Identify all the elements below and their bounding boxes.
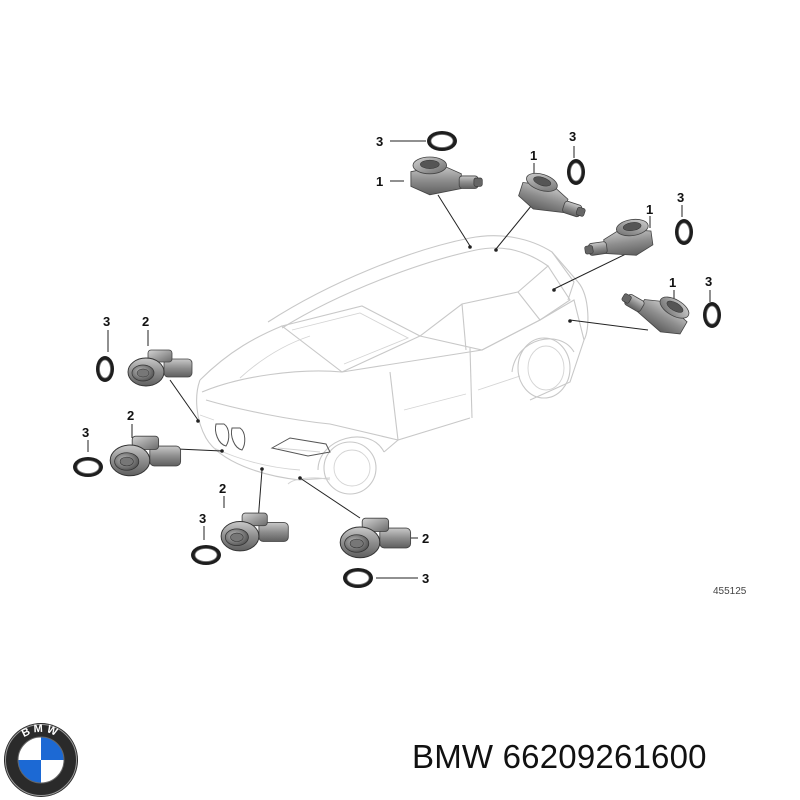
callout-sensor-front: 2 xyxy=(142,314,149,329)
rubber-ring-front-bottom-left xyxy=(190,544,222,566)
rubber-ring-front-left-middle xyxy=(72,456,104,478)
callout-ring: 3 xyxy=(103,314,110,329)
rubber-ring-top-left xyxy=(426,130,458,152)
callout-sensor-rear: 1 xyxy=(669,275,676,290)
parking-sensor-rear-right-upper xyxy=(581,216,655,263)
callout-sensor-front: 2 xyxy=(219,481,226,496)
parking-sensor-front-left-middle xyxy=(109,435,182,477)
diagram-number: 455125 xyxy=(713,586,747,597)
car-outline xyxy=(196,235,589,495)
brand-name: BMW xyxy=(412,738,494,775)
callout-sensor-front: 2 xyxy=(127,408,134,423)
svg-text:BMW: BMW xyxy=(20,723,62,740)
callout-sensor-rear: 1 xyxy=(376,174,383,189)
callout-ring: 3 xyxy=(422,571,429,586)
callout-labels: 3 1 3 1 3 1 1 3 3 2 2 3 2 3 2 3 xyxy=(82,129,712,586)
leader-lines xyxy=(87,140,711,579)
parking-sensor-front-left-upper xyxy=(127,349,193,387)
parking-sensor-rear-right-lower xyxy=(616,275,695,342)
callout-ring: 3 xyxy=(677,190,684,205)
attachment-points xyxy=(196,245,572,480)
callout-sensor-rear: 1 xyxy=(646,202,653,217)
part-number: 66209261600 xyxy=(502,738,707,775)
rubber-ring-front-left-upper xyxy=(95,355,115,383)
callout-ring: 3 xyxy=(705,274,712,289)
rubber-ring-right-upper xyxy=(674,218,694,246)
callout-ring: 3 xyxy=(199,511,206,526)
callout-ring: 3 xyxy=(569,129,576,144)
callout-ring: 3 xyxy=(82,425,89,440)
bmw-logo-icon: BMW xyxy=(4,723,78,797)
rubber-ring-right-lower xyxy=(702,301,722,329)
parking-sensor-front-bottom-left xyxy=(220,512,289,552)
rubber-ring-front-bottom-center xyxy=(342,567,374,589)
product-caption: BMW 66209261600 xyxy=(412,738,792,776)
callout-sensor-rear: 1 xyxy=(530,148,537,163)
parking-sensor-rear-top-left xyxy=(410,156,483,196)
callout-sensor-front: 2 xyxy=(422,531,429,546)
callout-ring: 3 xyxy=(376,134,383,149)
rubber-ring-top-right xyxy=(566,158,586,186)
logo-letters: BMW xyxy=(20,723,59,740)
parking-sensor-front-bottom-center xyxy=(339,517,412,559)
